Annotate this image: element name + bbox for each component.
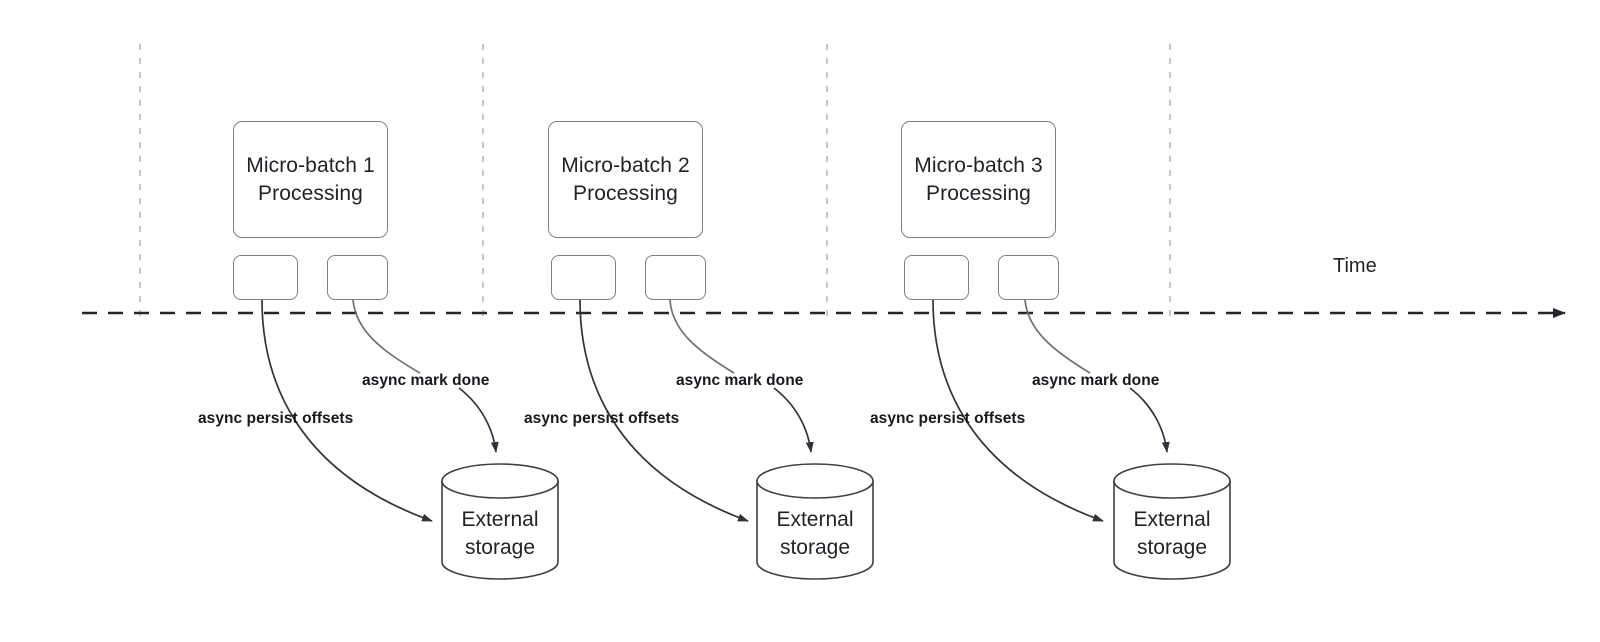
micro-batch-1-title-line1: Micro-batch 1 xyxy=(246,153,375,177)
mark-done-curve-2 xyxy=(669,299,735,374)
external-storage-1-label: External storage xyxy=(442,506,558,561)
micro-batch-3-title-line1: Micro-batch 3 xyxy=(914,153,1043,177)
external-storage-3-line1: External xyxy=(1133,508,1211,531)
mark-done-curve-1b xyxy=(458,387,499,453)
micro-batch-3-title-line2: Processing xyxy=(926,181,1031,205)
micro-batch-1-task-slot-b[interactable] xyxy=(327,255,388,300)
external-storage-2-line1: External xyxy=(776,508,854,531)
micro-batch-3-task-slot-a[interactable] xyxy=(904,255,969,300)
micro-batch-2-task-slot-a[interactable] xyxy=(551,255,616,300)
micro-batch-3-async-persist-offsets-label: async persist offsets xyxy=(870,410,1026,427)
connectors-batch-3 xyxy=(932,299,1170,522)
micro-batch-2-title-line1: Micro-batch 2 xyxy=(561,153,690,177)
external-storage-3-line2: storage xyxy=(1136,535,1208,559)
micro-batch-3-box[interactable]: Micro-batch 3 Processing xyxy=(901,121,1056,238)
persist-offsets-curve-3 xyxy=(932,299,1104,522)
micro-batch-1-async-mark-done-label: async mark done xyxy=(362,372,490,389)
external-storage-2-line2: storage xyxy=(779,535,851,559)
mark-done-curve-3 xyxy=(1024,299,1091,374)
persist-offsets-curve-1 xyxy=(261,299,433,522)
external-storage-2-label: External storage xyxy=(757,506,873,561)
micro-batch-1-box[interactable]: Micro-batch 1 Processing xyxy=(233,121,388,238)
micro-batch-2-title-line2: Processing xyxy=(573,181,678,205)
time-axis-label: Time xyxy=(1333,255,1377,277)
external-storage-2-shape xyxy=(756,463,874,580)
external-storage-3-label: External storage xyxy=(1114,506,1230,561)
micro-batch-2-async-mark-done-label: async mark done xyxy=(676,372,804,389)
external-storage-1-shape xyxy=(441,463,559,580)
micro-batch-2-async-persist-offsets-label: async persist offsets xyxy=(524,410,680,427)
connectors-batch-2 xyxy=(579,299,814,522)
external-storage-3-shape xyxy=(1113,463,1231,580)
micro-batch-2-task-slot-b[interactable] xyxy=(645,255,706,300)
boundary-guides xyxy=(139,44,1171,322)
mark-done-curve-2b xyxy=(773,387,814,453)
micro-batch-1-async-persist-offsets-label: async persist offsets xyxy=(198,410,354,427)
connectors-batch-1 xyxy=(261,299,499,522)
mark-done-curve-3b xyxy=(1129,387,1170,453)
external-storage-1-line2: storage xyxy=(464,535,536,559)
micro-batch-1-task-slot-a[interactable] xyxy=(233,255,298,300)
micro-batch-3-async-mark-done-label: async mark done xyxy=(1032,372,1160,389)
micro-batch-2-box[interactable]: Micro-batch 2 Processing xyxy=(548,121,703,238)
storage-cylinders xyxy=(441,463,1231,580)
persist-offsets-curve-2 xyxy=(579,299,749,522)
micro-batch-1-title-line2: Processing xyxy=(258,181,363,205)
mark-done-curve-1 xyxy=(352,299,421,374)
external-storage-1-line1: External xyxy=(461,508,539,531)
micro-batch-3-task-slot-b[interactable] xyxy=(998,255,1059,300)
